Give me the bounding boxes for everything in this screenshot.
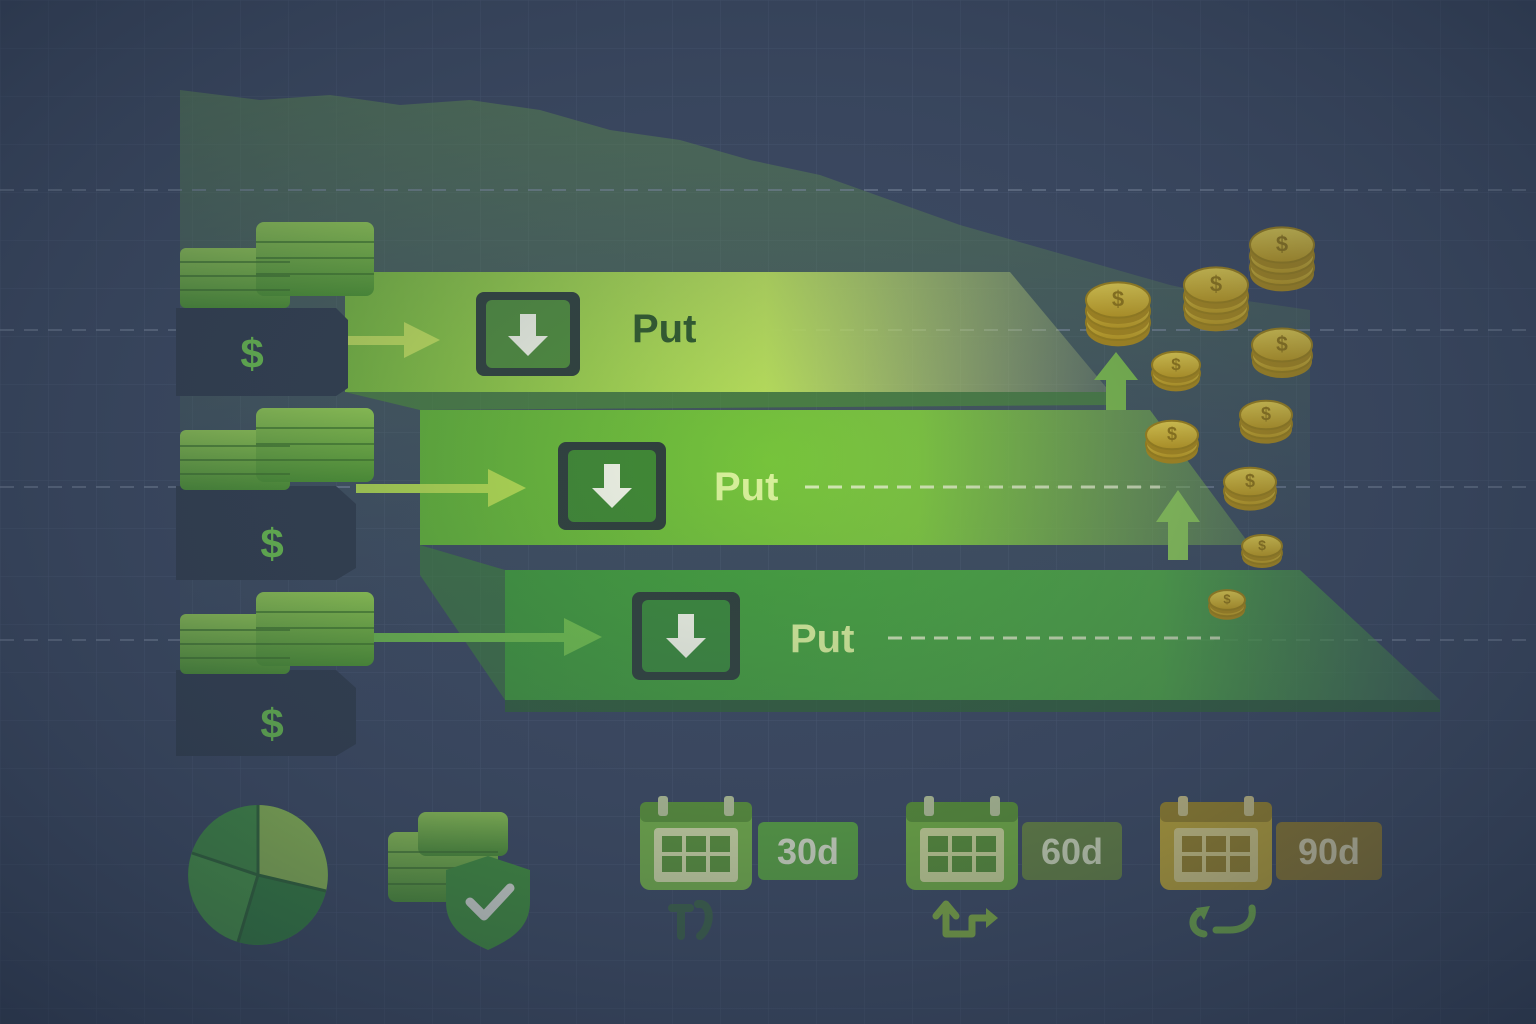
dollar-icon: $ [240,330,263,377]
coin-icon: $ [1208,589,1246,620]
put-label-1: Put [632,307,696,351]
coin-icon: $ [1251,327,1313,378]
put-label-3: Put [790,617,854,661]
coin-icon: $ [1249,226,1315,292]
down-arrow-icon [476,292,580,376]
coin-icon: $ [1085,281,1151,347]
svg-text:$: $ [1223,592,1231,607]
svg-text:$: $ [1261,404,1271,424]
expiry-label-90d: 90d [1298,831,1360,872]
expiry-label-60d: 60d [1041,831,1103,872]
svg-text:$: $ [1258,537,1266,553]
dollar-icon: $ [260,700,283,747]
coin-icon: $ [1223,466,1277,511]
svg-text:$: $ [1171,355,1181,374]
coin-icon: $ [1145,419,1199,464]
svg-text:$: $ [1245,471,1255,491]
svg-text:$: $ [1276,333,1288,356]
coin-icon: $ [1241,534,1283,568]
svg-text:$: $ [1167,424,1177,444]
coin-icon: $ [1151,350,1201,392]
pie-chart-icon [188,805,328,945]
svg-text:$: $ [1276,231,1288,256]
cash-stack-2: $ [176,408,374,580]
coin-icon: $ [1239,399,1293,444]
expiry-label-30d: 30d [777,831,839,872]
put-lane-1 [345,272,1110,410]
svg-text:$: $ [1210,271,1222,296]
down-arrow-icon [558,442,666,530]
put-label-2: Put [714,465,778,509]
dollar-icon: $ [260,520,283,567]
coin-icon: $ [1183,266,1249,332]
svg-text:$: $ [1112,286,1124,311]
down-arrow-icon [632,592,740,680]
